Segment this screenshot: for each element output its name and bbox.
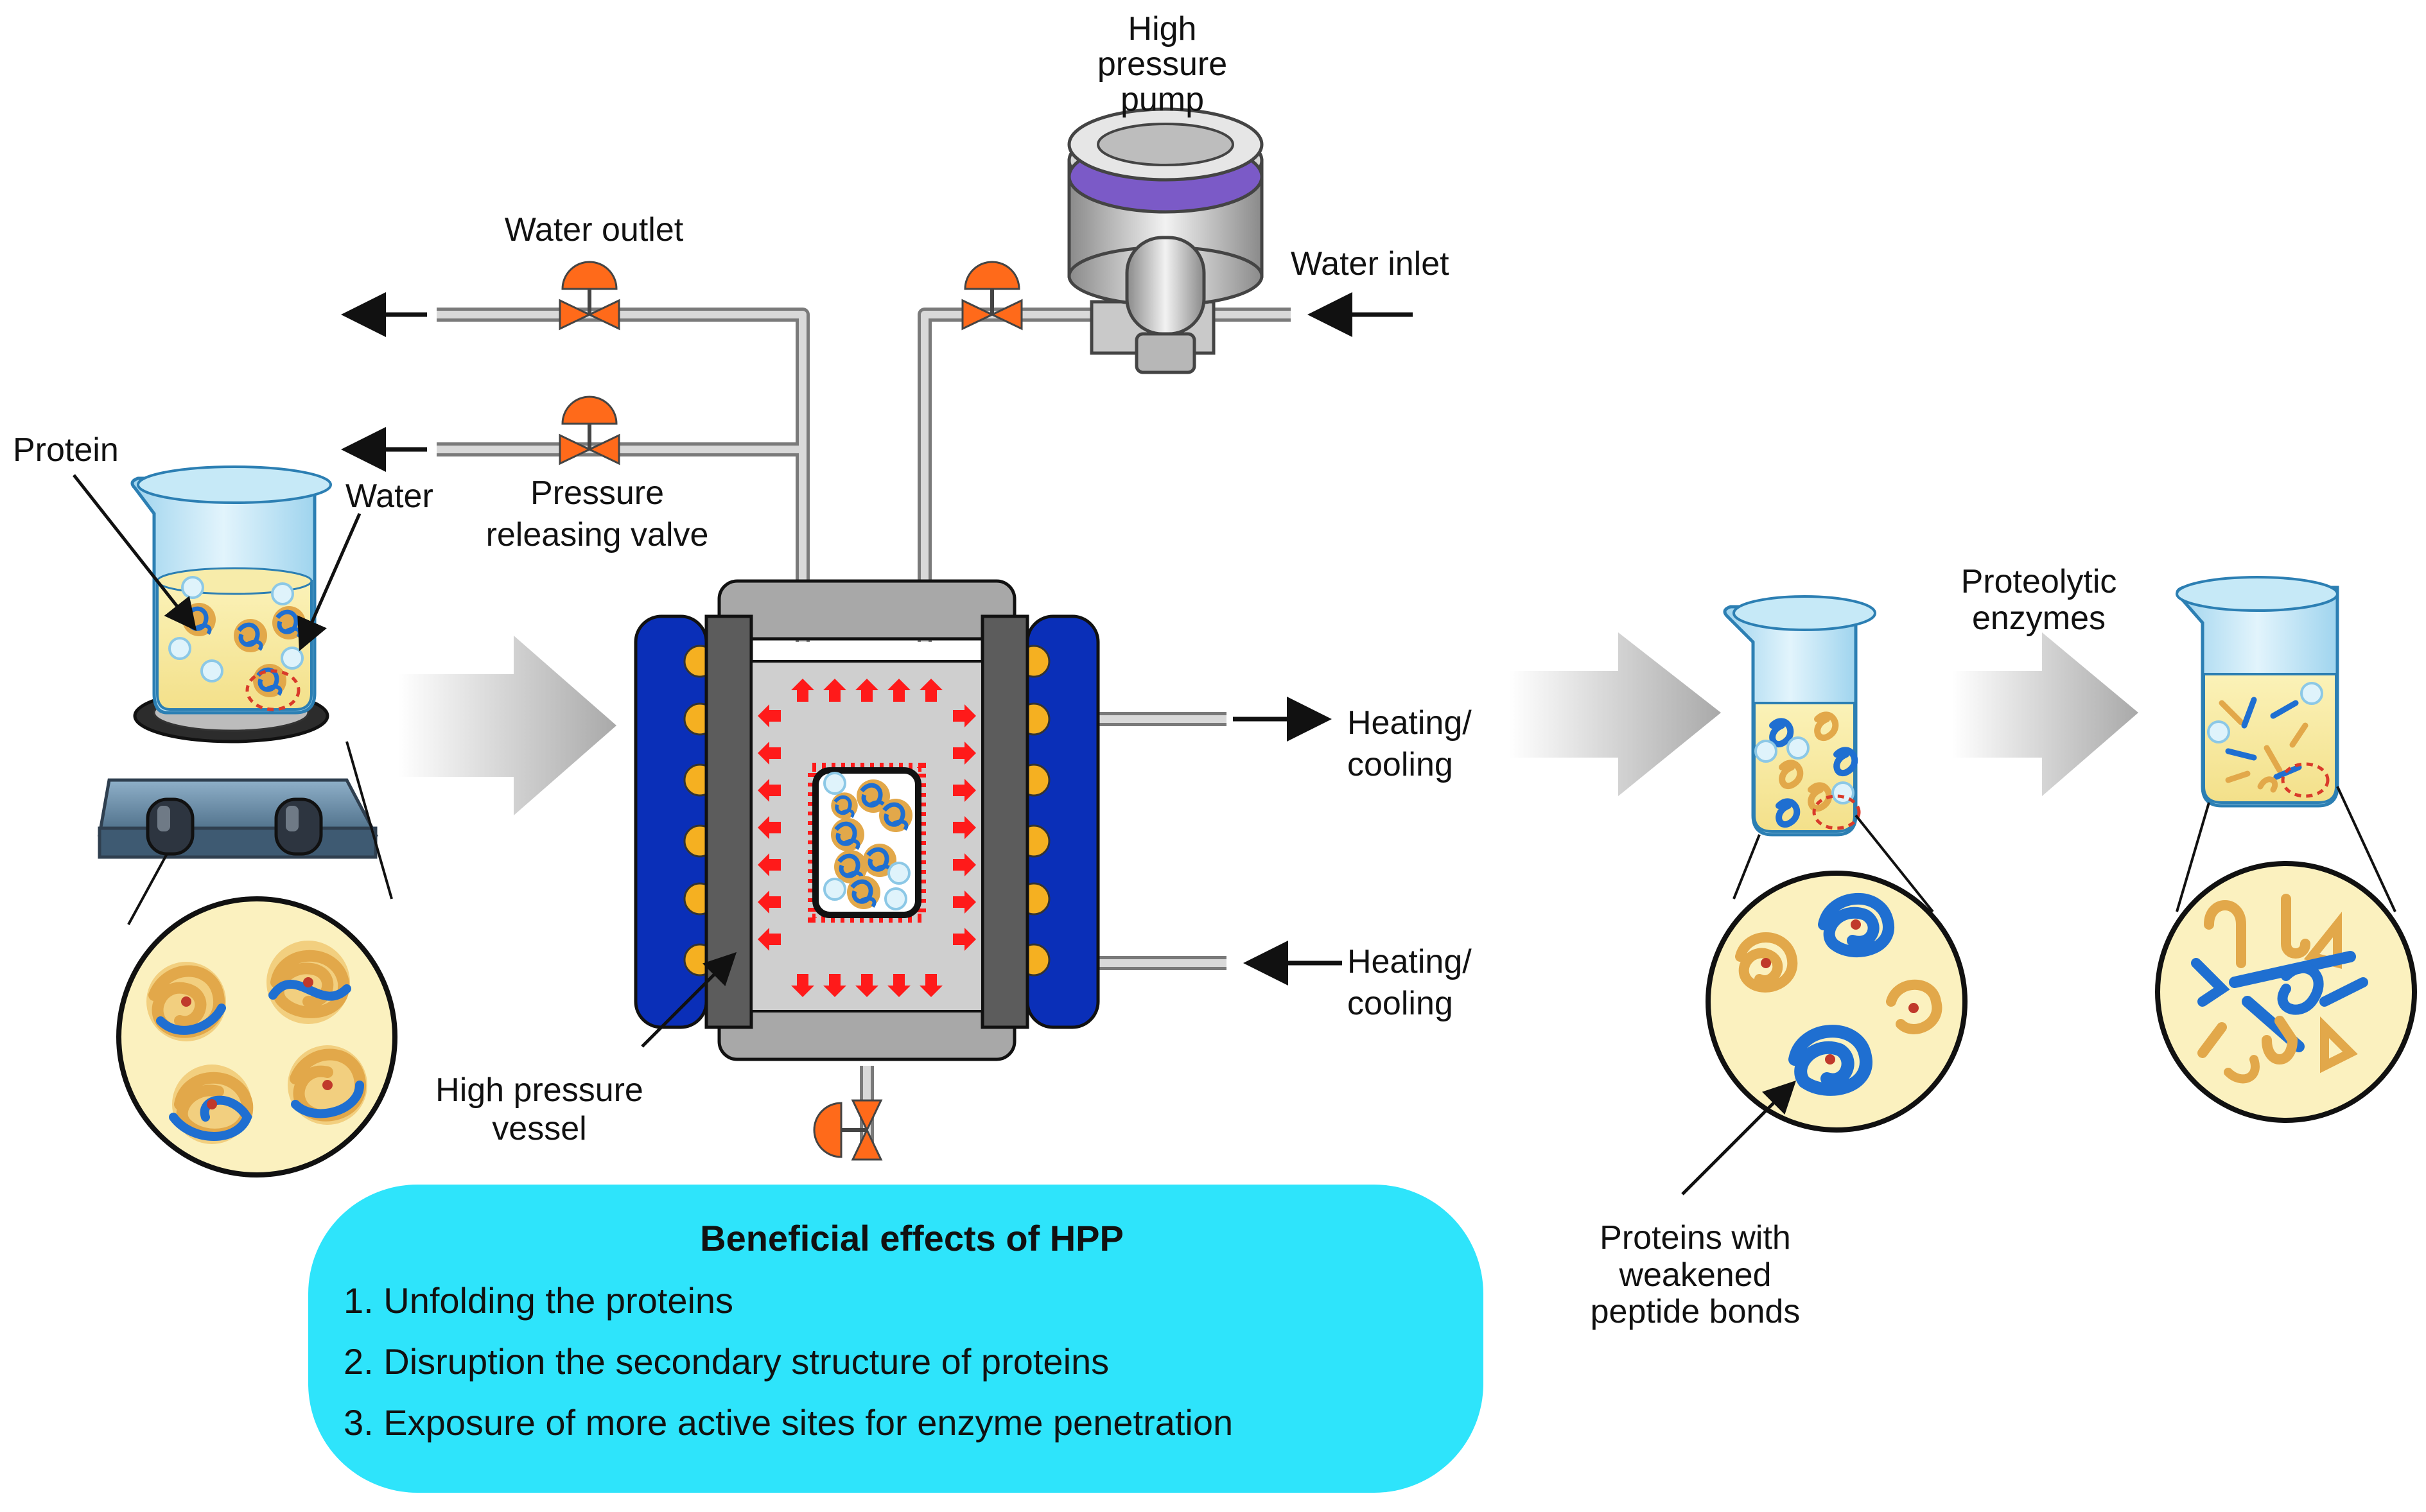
pressure-arrow xyxy=(758,816,781,839)
pressure-arrow xyxy=(823,679,846,702)
pressure-arrow xyxy=(887,974,911,997)
protein-pointer xyxy=(73,474,197,631)
benefit-item-1: 1. Unfolding the proteins xyxy=(344,1280,733,1321)
label-protein: Protein xyxy=(13,431,119,469)
zoom-hydrolysed-peptides xyxy=(2155,786,2417,1123)
benefit-item-2: 2. Disruption the secondary structure of… xyxy=(344,1341,1109,1382)
pressure-arrow xyxy=(758,742,781,765)
pressure-arrow xyxy=(758,928,781,951)
label-enzymes-1: Proteolytic xyxy=(1961,563,2117,600)
label-enzymes-2: enzymes xyxy=(1972,600,2106,637)
benefits-title: Beneficial effects of HPP xyxy=(700,1218,1124,1258)
label-weakened-1: Proteins with xyxy=(1600,1219,1791,1256)
zoom-weakened-proteins xyxy=(1706,814,1968,1133)
pressure-arrow xyxy=(758,704,781,727)
label-weakened-3: peptide bonds xyxy=(1591,1293,1801,1330)
label-pump-1: High xyxy=(1128,10,1197,48)
pressure-arrow xyxy=(953,779,976,802)
pressure-arrow xyxy=(953,816,976,839)
water-pointer xyxy=(297,512,362,652)
label-water-inlet: Water inlet xyxy=(1291,245,1449,282)
benefits-box: Beneficial effects of HPP 1. Unfolding t… xyxy=(308,1185,1483,1493)
labels: Protein Water Water outlet Pressure rele… xyxy=(13,10,2116,1330)
pressure-arrow xyxy=(920,679,943,702)
pressure-arrows xyxy=(758,679,976,997)
label-pressure-valve-2: releasing valve xyxy=(486,516,709,553)
label-pump-2: pressure xyxy=(1097,46,1227,83)
pressure-arrow xyxy=(953,742,976,765)
high-pressure-pump xyxy=(1067,107,1264,374)
hot-plate xyxy=(98,688,379,859)
vessel-pointer xyxy=(641,952,737,1048)
label-pressure-valve-1: Pressure xyxy=(530,474,664,512)
flow-arrow-2 xyxy=(1509,632,1721,796)
flow-arrow-3 xyxy=(1952,632,2138,796)
pressure-arrow xyxy=(855,679,878,702)
pressure-arrow xyxy=(758,853,781,876)
label-water: Water xyxy=(345,478,433,515)
pressure-arrow xyxy=(953,891,976,914)
pressure-arrow xyxy=(823,974,846,997)
label-heating-bottom-2: cooling xyxy=(1347,985,1453,1022)
label-heating-top-1: Heating/ xyxy=(1347,704,1472,742)
label-heating-bottom-1: Heating/ xyxy=(1347,943,1472,980)
benefit-item-3: 3. Exposure of more active sites for enz… xyxy=(344,1402,1233,1443)
label-vessel-2: vessel xyxy=(492,1110,586,1147)
pressure-arrow xyxy=(953,704,976,727)
pressure-arrow xyxy=(887,679,911,702)
pressure-arrow xyxy=(758,891,781,914)
label-heating-top-2: cooling xyxy=(1347,746,1453,783)
pressure-arrow xyxy=(758,779,781,802)
high-pressure-vessel xyxy=(634,579,1100,1061)
pressure-arrow xyxy=(953,853,976,876)
label-water-outlet: Water outlet xyxy=(505,211,684,248)
beaker-treated xyxy=(1723,595,1876,837)
pressure-arrow xyxy=(791,679,814,702)
beaker-hydrolysed xyxy=(2176,576,2339,808)
pressure-arrow xyxy=(920,974,943,997)
label-vessel-1: High pressure xyxy=(435,1072,643,1109)
pressure-arrow xyxy=(855,974,878,997)
pressure-arrow xyxy=(953,928,976,951)
label-pump-3: pump xyxy=(1121,81,1204,118)
weakened-pointer xyxy=(1681,1080,1797,1195)
label-weakened-2: weakened xyxy=(1618,1256,1771,1294)
pressure-arrow xyxy=(791,974,814,997)
zoom-native-proteins xyxy=(116,741,397,1177)
flow-arrow-1 xyxy=(398,636,616,815)
